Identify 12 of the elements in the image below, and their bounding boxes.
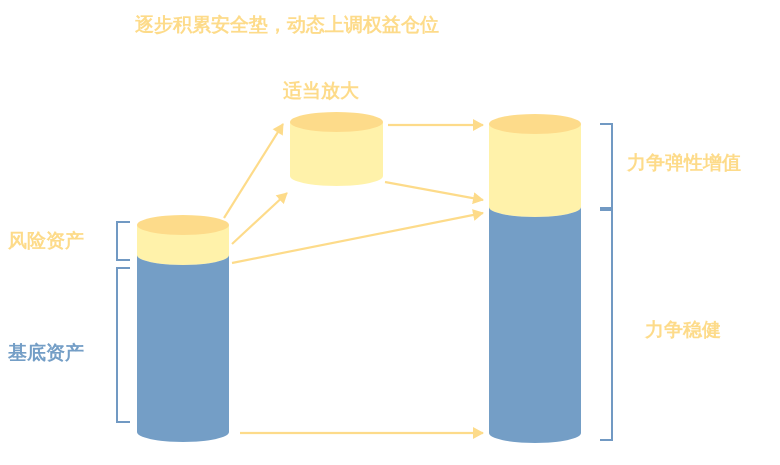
arrow bbox=[240, 427, 484, 439]
arrow bbox=[223, 123, 284, 219]
bracket-label: 风险资产 bbox=[8, 229, 84, 253]
title: 逐步积累安全垫，动态上调权益仓位 bbox=[135, 13, 439, 37]
bracket-label: 力争稳健 bbox=[645, 318, 721, 342]
bracket-label: 适当放大 bbox=[283, 79, 359, 103]
arrow bbox=[232, 209, 484, 264]
arrow bbox=[384, 180, 484, 204]
arrow bbox=[388, 119, 484, 131]
bracket-label: 力争弹性增值 bbox=[627, 151, 741, 175]
arrow bbox=[231, 192, 288, 245]
bracket-label: 基底资产 bbox=[8, 341, 84, 365]
